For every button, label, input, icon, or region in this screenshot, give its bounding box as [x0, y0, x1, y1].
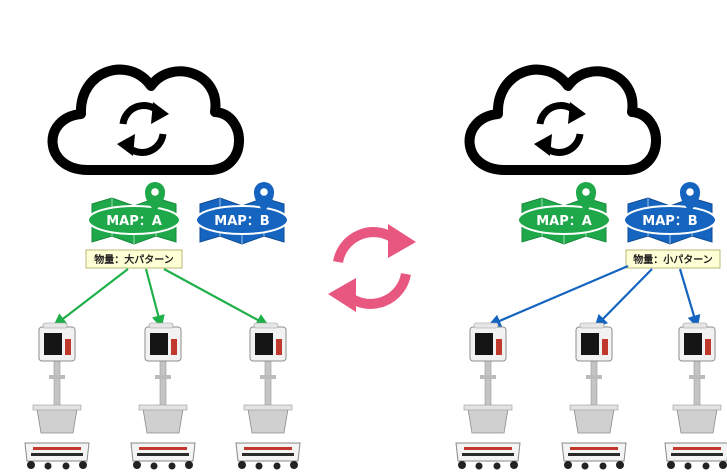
map-b-badge-left: MAP：B — [195, 182, 289, 245]
map-b-label: MAP：B — [642, 214, 697, 229]
map-b-badge-right: MAP：B — [623, 182, 717, 245]
volume-label-box-left: 物量：大パターン — [85, 249, 183, 269]
arrow — [52, 268, 129, 327]
delivery-robot-icon — [455, 322, 521, 470]
map-b-label: MAP：B — [214, 214, 269, 229]
cloud-sync-icon — [470, 70, 656, 170]
switch-arrows-icon — [328, 224, 416, 312]
map-a-badge-left: MAP：A — [87, 182, 181, 245]
arrow — [678, 268, 701, 329]
volume-label: 物量：小パターン — [633, 253, 713, 266]
arrow — [163, 268, 270, 327]
volume-label: 物量：大パターン — [94, 253, 174, 266]
cloud-sync-icon — [53, 70, 239, 170]
delivery-robot-icon — [130, 322, 196, 470]
arrow — [487, 264, 629, 327]
map-a-label: MAP：A — [106, 214, 162, 229]
distribution-arrows-left — [52, 268, 270, 329]
delivery-robot-icon — [561, 322, 627, 470]
right-scene: MAP：A MAP：B 物量：小パターン — [455, 70, 727, 470]
arrow — [144, 268, 165, 329]
distribution-arrows-right — [487, 264, 701, 329]
left-scene: MAP：A MAP：B 物量：大パターン — [24, 70, 301, 470]
delivery-robot-icon — [24, 322, 90, 470]
delivery-robot-icon — [664, 322, 727, 470]
map-a-badge-right: MAP：A — [517, 182, 611, 245]
arrow — [594, 268, 653, 328]
delivery-robot-icon — [235, 322, 301, 470]
volume-label-box-right: 物量：小パターン — [625, 249, 721, 269]
map-a-label: MAP：A — [536, 214, 592, 229]
